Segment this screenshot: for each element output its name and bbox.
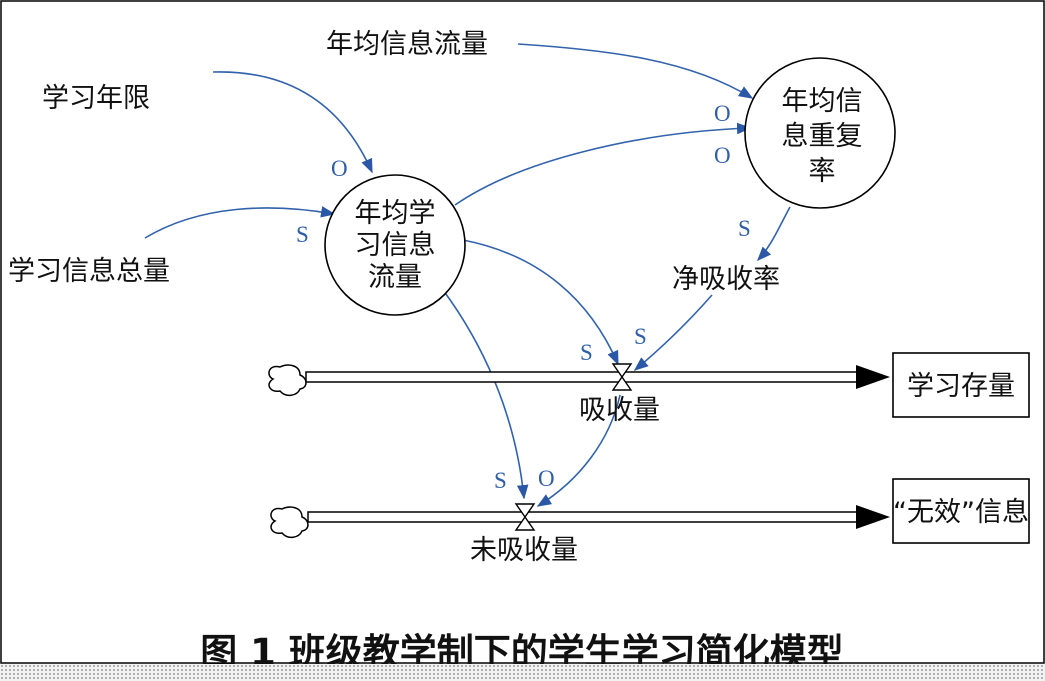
polarity-study-to-absorb: S xyxy=(580,340,593,365)
label-net-absorb-rate: 净吸收率 xyxy=(672,264,780,295)
link-study-flow-to-repeat-rate xyxy=(454,122,752,206)
label-study-years: 学习年限 xyxy=(42,83,150,114)
link-repeat-rate-to-net-rate xyxy=(757,206,791,262)
node-annual-study-flow-circle xyxy=(324,174,466,316)
label-unabsorbed-amount: 未吸收量 xyxy=(470,535,578,566)
diagram-frame xyxy=(0,0,1045,664)
label-invalid-info: “无效”信息 xyxy=(893,497,1029,528)
link-years-to-study-flow xyxy=(212,71,373,174)
polarity-years-to-study: O xyxy=(331,156,348,181)
label-learning-stock: 学习存量 xyxy=(907,371,1015,402)
label-annual-study-flow-line-2: 习信息 xyxy=(355,230,436,261)
link-info-flow-to-repeat-rate xyxy=(517,43,754,99)
label-absorb-amount: 吸收量 xyxy=(579,395,660,426)
label-total-study-info: 学习信息总量 xyxy=(8,256,170,287)
flow-arrow-unabsorbed xyxy=(856,505,890,529)
link-study-flow-to-absorb xyxy=(462,239,619,366)
source-cloud-1 xyxy=(268,364,307,397)
label-annual-repeat-rate-line-1: 年均信 xyxy=(782,86,863,117)
link-net-rate-to-absorb xyxy=(633,294,713,371)
node-annual-repeat-rate-circle xyxy=(744,57,896,209)
label-annual-repeat-rate-line-2: 息重复 xyxy=(782,121,863,152)
label-annual-repeat-rate-line-3: 率 xyxy=(809,156,836,187)
link-absorb-to-unabsorbed xyxy=(536,394,621,507)
flow-pipe-absorb xyxy=(305,371,861,383)
label-annual-study-flow-line-3: 流量 xyxy=(368,262,422,293)
polarity-info-flow-to-repeat: O xyxy=(714,101,731,126)
stock-learning-box xyxy=(892,352,1030,418)
polarity-study-to-unabsorbed: S xyxy=(494,468,507,493)
polarity-repeat-to-net: S xyxy=(738,216,751,241)
polarity-study-to-repeat: O xyxy=(714,143,731,168)
link-study-flow-to-unabsorbed xyxy=(442,289,529,500)
polarity-absorb-to-unabsorbed: O xyxy=(538,466,555,491)
valve-absorb xyxy=(611,363,633,391)
flow-pipe-unabsorbed xyxy=(307,511,861,523)
polarity-net-to-absorb: S xyxy=(634,324,647,349)
polarity-total-to-study: S xyxy=(296,222,309,247)
source-cloud-2 xyxy=(270,506,309,539)
label-annual-study-flow-line-1: 年均学 xyxy=(355,198,436,229)
link-total-to-study-flow xyxy=(144,206,336,239)
valve-unabsorbed xyxy=(514,503,536,531)
bottom-dotted-band xyxy=(0,664,1045,681)
flow-arrow-absorb xyxy=(856,365,890,389)
label-annual-info-flow: 年均信息流量 xyxy=(326,29,488,60)
stock-invalid-info-box xyxy=(892,478,1030,544)
